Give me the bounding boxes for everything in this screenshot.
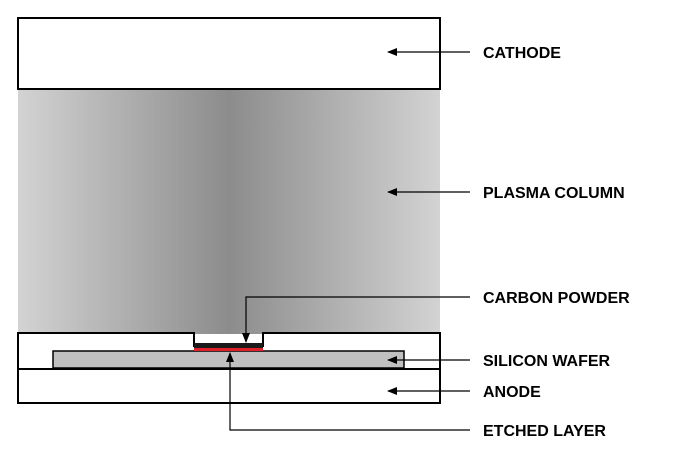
- carbon-powder-layer: [194, 343, 263, 348]
- etched-layer: [194, 348, 263, 351]
- label-etched-layer: ETCHED LAYER: [483, 423, 606, 440]
- plasma-column: [18, 89, 440, 334]
- arrow-carbon-powder: [242, 296, 470, 343]
- label-plasma-column: PLASMA COLUMN: [483, 185, 625, 202]
- label-cathode: CATHODE: [483, 45, 561, 62]
- silicon-wafer: [52, 350, 405, 369]
- label-anode: ANODE: [483, 384, 541, 401]
- label-silicon-wafer: SILICON WAFER: [483, 353, 611, 370]
- anode-electrode: [17, 368, 441, 404]
- arrow-etched-layer: [226, 352, 470, 431]
- cathode-electrode: [17, 17, 441, 90]
- label-carbon-powder: CARBON POWDER: [483, 290, 630, 307]
